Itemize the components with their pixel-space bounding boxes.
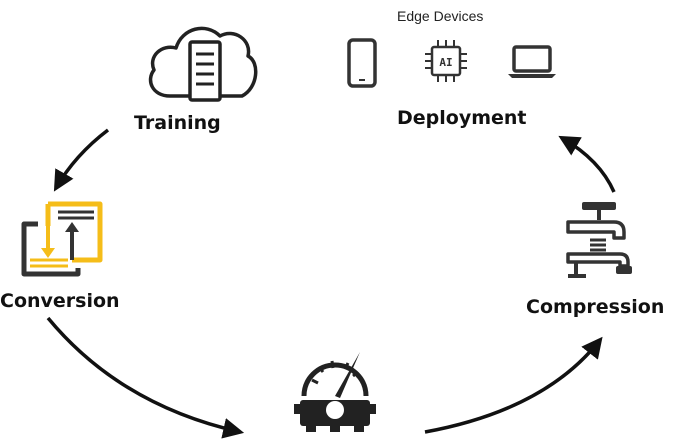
edge-devices-title: Edge Devices [397, 8, 484, 24]
clamp-icon [566, 202, 632, 278]
compression-label: Compression [526, 296, 665, 318]
convert-arrows-icon [21, 201, 103, 277]
arrow-optimization-to-compression [424, 336, 603, 434]
arrow-training-to-conversion [53, 128, 110, 192]
deployment-label: Deployment [397, 107, 527, 129]
ai-chip-text: AI [439, 56, 452, 69]
conversion-label: Conversion [0, 290, 120, 312]
ai-chip-icon: AI [425, 40, 467, 82]
arrow-conversion-to-optimization [46, 316, 245, 439]
smartphone-icon [347, 38, 377, 88]
laptop-icon [508, 45, 556, 78]
gauge-gear-icon [294, 352, 376, 432]
training-label: Training [134, 112, 221, 134]
arrow-compression-to-deployment [558, 135, 616, 193]
cloud-server-icon [148, 26, 258, 102]
